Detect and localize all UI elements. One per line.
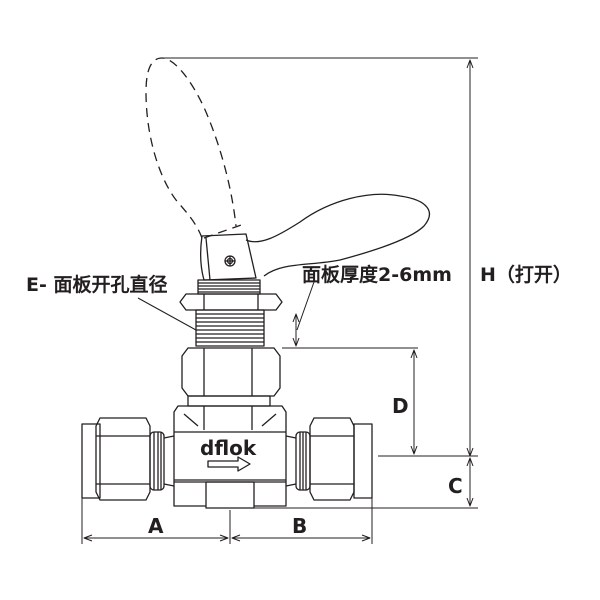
flow-arrow-icon (207, 456, 251, 472)
panel-nut (179, 293, 283, 311)
label-dim-b: B (292, 514, 308, 538)
handle-hub (200, 233, 257, 281)
dimension-lines (81, 57, 478, 544)
valve-body (173, 405, 287, 509)
left-fitting (81, 417, 175, 501)
label-dim-a: A (148, 514, 164, 538)
upper-thread (197, 279, 261, 295)
label-height-open: H（打开） (480, 264, 572, 286)
handle-closed-outline (245, 193, 430, 277)
set-screw-icon (224, 255, 236, 267)
handle-hub-inner-edge (205, 237, 211, 281)
brand-logo: dflok (200, 436, 257, 460)
bonnet-hex-nut (181, 347, 281, 407)
bottom-boss (205, 481, 255, 509)
label-dim-c: C (448, 474, 463, 498)
bonnet-thread (195, 309, 265, 347)
right-fitting (285, 417, 373, 501)
handle-open-dashed-outline (145, 57, 237, 239)
label-dim-d: D (392, 394, 409, 418)
label-panel-hole-diameter: E- 面板开孔直径 (26, 274, 168, 296)
label-panel-thickness: 面板厚度2-6mm (302, 264, 452, 286)
